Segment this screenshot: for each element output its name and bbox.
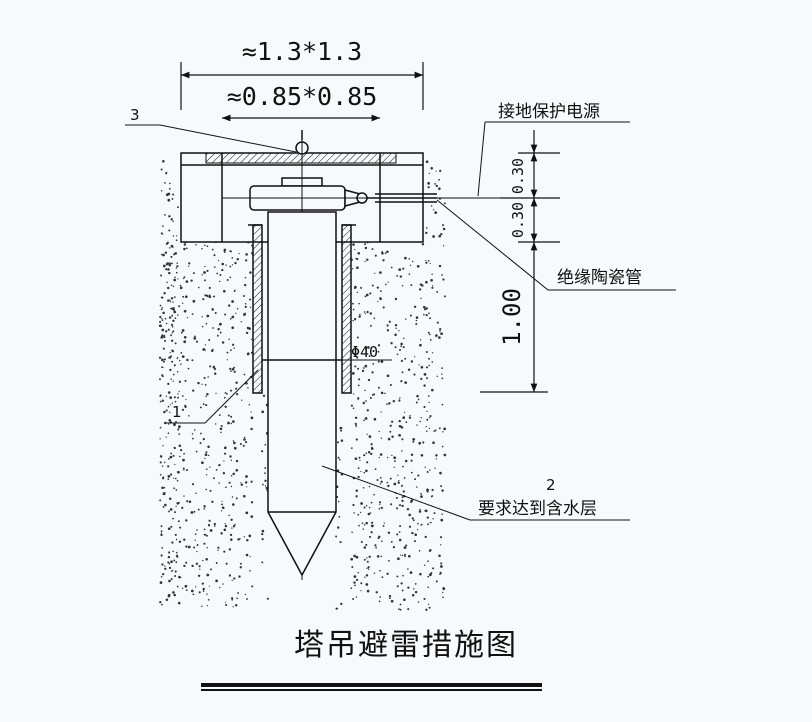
segment-depth-label: 1.00 xyxy=(498,288,526,346)
grounding-power-leader xyxy=(477,121,630,197)
segment-top-label: 0.30 xyxy=(509,158,527,194)
callout-2-number: 2 xyxy=(546,476,556,494)
aquifer-note: 要求达到含水层 xyxy=(478,499,597,519)
caption-underline xyxy=(201,683,542,691)
sleeve-pipe xyxy=(248,224,356,394)
grounding-power-label: 接地保护电源 xyxy=(498,102,600,122)
soil-texture xyxy=(158,160,447,611)
ground-rod xyxy=(262,211,342,577)
callout-3-leader xyxy=(125,124,297,153)
insulating-tube-label: 绝缘陶瓷管 xyxy=(557,268,642,288)
rod-diameter-label: Φ40 xyxy=(351,343,378,361)
diagram-caption: 塔吊避雷措施图 xyxy=(294,628,518,663)
vertical-dimension-chain xyxy=(480,130,560,393)
inner-span-label: ≈0.85*0.85 xyxy=(227,82,378,111)
segment-middle-label: 0.30 xyxy=(509,202,527,238)
insulating-tube-leader xyxy=(436,199,676,291)
callout-1-leader xyxy=(165,369,259,424)
callout-2-leader xyxy=(321,465,630,521)
callout-3-number: 3 xyxy=(130,106,140,124)
outer-span-label: ≈1.3*1.3 xyxy=(242,37,362,66)
callout-1-number: 1 xyxy=(172,403,182,421)
outer-span-dimension xyxy=(180,62,424,110)
